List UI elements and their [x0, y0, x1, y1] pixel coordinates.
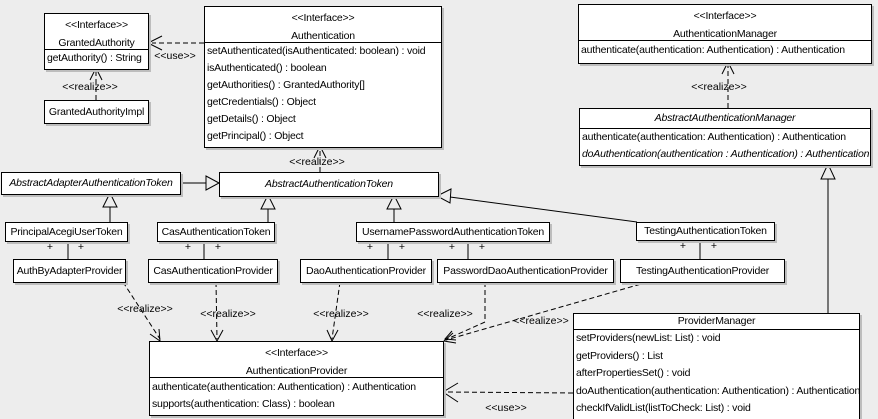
method: getDetails() : Object	[207, 113, 296, 126]
method: authenticate(authentication: Authenticat…	[582, 131, 846, 144]
class-name: AbstractAuthenticationToken	[265, 178, 393, 191]
class-box-auth-by-adapter-provider: AuthByAdapterProvider	[13, 259, 126, 283]
class-box-password-dao-authentication-provider: PasswordDaoAuthenticationProvider	[437, 259, 614, 283]
class-name: CasAuthenticationToken	[161, 225, 271, 238]
methods-compartment: getAuthority() : String	[45, 49, 148, 67]
class-box-cas-authentication-provider: CasAuthenticationProvider	[148, 259, 278, 283]
method: setProviders(newList: List) : void	[576, 332, 721, 345]
realize-label: <<realize>>	[417, 308, 472, 320]
class-name: GrantedAuthorityImpl	[48, 105, 145, 118]
method: supports(authentication: Class) : boolea…	[152, 398, 335, 410]
class-name: AbstractAuthenticationManager	[654, 112, 796, 124]
method: getProviders() : List	[576, 349, 663, 362]
method: getAuthorities() : GrantedAuthority[]	[207, 79, 365, 92]
class-box-granted-authority: <<Interface>> GrantedAuthority getAuthor…	[44, 13, 149, 70]
use-label: <<use>>	[485, 402, 526, 414]
class-name: Authentication	[291, 30, 355, 42]
class-header: ProviderManager	[574, 314, 859, 329]
realize-label: <<realize>>	[513, 315, 568, 327]
methods-compartment: setAuthenticated(isAuthenticated: boolea…	[205, 42, 441, 145]
method: setAuthenticated(isAuthenticated: boolea…	[207, 45, 426, 58]
generalization-arrows	[102, 162, 836, 313]
class-name: TestingAuthenticationToken	[644, 225, 767, 238]
class-header: <<Interface>> AuthenticationManager	[579, 5, 871, 40]
class-name: UsernamePasswordAuthenticationToken	[361, 225, 545, 238]
class-box-granted-authority-impl: GrantedAuthorityImpl	[44, 100, 149, 124]
class-box-provider-manager: ProviderManager setProviders(newList: Li…	[573, 313, 860, 419]
class-box-principal-acegi-user-token: PrincipalAcegiUserToken	[5, 222, 128, 242]
class-name: ProviderManager	[677, 315, 756, 327]
plus-mark: +	[78, 241, 84, 253]
methods-compartment: authenticate(authentication: Authenticat…	[150, 377, 443, 413]
method: getAuthority() : String	[47, 52, 142, 65]
method: authenticate(authentication: Authenticat…	[152, 380, 416, 393]
class-box-authentication-provider: <<Interface>> AuthenticationProvider aut…	[149, 341, 444, 416]
class-box-cas-authentication-token: CasAuthenticationToken	[157, 222, 275, 242]
realize-arrows	[89, 60, 735, 344]
stereotype: <<Interface>>	[693, 10, 757, 22]
class-box-abstract-authentication-token: AbstractAuthenticationToken	[219, 172, 439, 197]
class-box-authentication: <<Interface>> Authentication setAuthenti…	[204, 6, 442, 148]
plus-mark: +	[680, 240, 686, 252]
class-box-testing-authentication-token: TestingAuthenticationToken	[636, 222, 775, 241]
plus-mark: +	[399, 241, 405, 253]
method: doAuthentication(authentication : Authen…	[582, 148, 870, 161]
class-header: <<Interface>> GrantedAuthority	[45, 14, 148, 49]
class-header: <<Interface>> Authentication	[205, 7, 441, 42]
class-name: AuthenticationManager	[673, 28, 777, 40]
realize-label: <<realize>>	[62, 81, 117, 93]
class-box-testing-authentication-provider: TestingAuthenticationProvider	[620, 259, 785, 283]
class-name: GrantedAuthority	[58, 37, 135, 49]
class-name: AuthenticationProvider	[245, 365, 348, 377]
methods-compartment: authenticate(authentication: Authenticat…	[579, 40, 871, 60]
methods-compartment: authenticate(authentication: Authenticat…	[580, 128, 870, 163]
realize-label: <<realize>>	[289, 156, 344, 168]
stereotype: <<Interface>>	[65, 19, 128, 31]
class-box-abstract-adapter-authentication-token: AbstractAdapterAuthenticationToken	[1, 172, 181, 195]
association-end-marks: + + + + + + + + + +	[47, 240, 717, 253]
class-box-authentication-manager: <<Interface>> AuthenticationManager auth…	[578, 4, 872, 64]
use-label: <<use>>	[154, 50, 195, 62]
method: isAuthenticated() : boolean	[207, 62, 327, 75]
plus-mark: +	[215, 241, 221, 253]
class-name: AbstractAdapterAuthenticationToken	[9, 177, 173, 190]
class-name: PrincipalAcegiUserToken	[10, 225, 123, 238]
class-box-dao-authentication-provider: DaoAuthenticationProvider	[300, 259, 432, 283]
method: getCredentials() : Object	[207, 96, 316, 109]
method: getPrincipal() : Object	[207, 130, 304, 143]
class-box-abstract-authentication-manager: AbstractAuthenticationManager authentica…	[579, 108, 871, 166]
class-header: AbstractAuthenticationManager	[580, 109, 870, 128]
realize-label: <<realize>>	[691, 81, 746, 93]
class-header: <<Interface>> AuthenticationProvider	[150, 342, 443, 377]
plus-mark: +	[711, 240, 717, 252]
plus-mark: +	[479, 241, 485, 253]
realize-label: <<realize>>	[200, 308, 255, 320]
method: doAuthentication(authentication: Authent…	[576, 384, 861, 397]
method: afterPropertiesSet() : void	[576, 367, 691, 380]
class-name: AuthByAdapterProvider	[16, 264, 123, 277]
plus-mark: +	[449, 241, 455, 253]
class-name: DaoAuthenticationProvider	[306, 264, 426, 277]
plus-mark: +	[47, 241, 53, 253]
realize-label: <<realize>>	[117, 303, 172, 315]
realize-label: <<realize>>	[313, 308, 368, 320]
plus-mark: +	[367, 241, 373, 253]
class-box-username-password-authentication-token: UsernamePasswordAuthenticationToken	[356, 222, 550, 242]
association-lines	[67, 239, 701, 259]
class-name: TestingAuthenticationProvider	[635, 264, 770, 277]
class-name: PasswordDaoAuthenticationProvider	[443, 264, 608, 277]
connector-labels: <<realize>> <<use>> <<realize>> <<realiz…	[62, 50, 746, 414]
method: checkIfValidList(listToCheck: List) : vo…	[576, 402, 751, 414]
class-name: CasAuthenticationProvider	[153, 264, 273, 277]
methods-compartment: setProviders(newList: List) : void getPr…	[574, 329, 861, 417]
plus-mark: +	[185, 241, 191, 253]
stereotype: <<Interface>>	[291, 12, 355, 24]
method: authenticate(authentication: Authenticat…	[581, 44, 845, 57]
stereotype: <<Interface>>	[265, 347, 328, 359]
